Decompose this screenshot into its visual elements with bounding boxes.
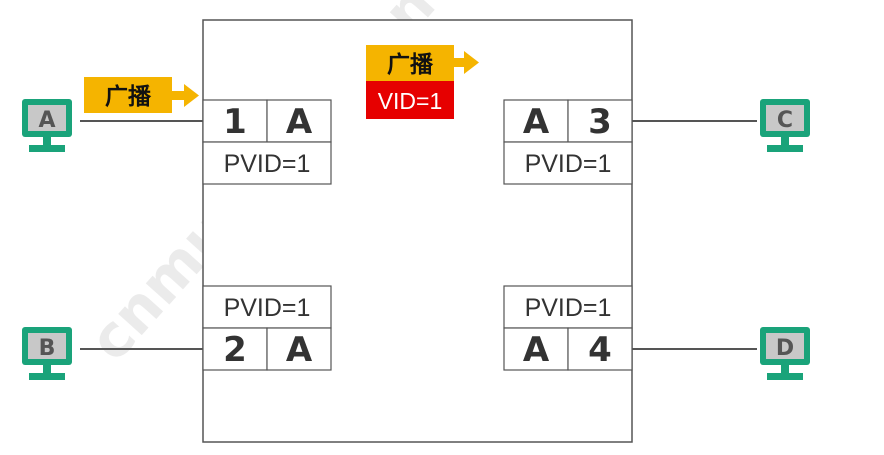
port-2-vlan: A [286,330,313,370]
arrow-right-icon [464,51,479,74]
port-3-vlan: A [523,102,550,142]
host-B-label: B [39,336,56,361]
port-4-number: 4 [588,330,612,370]
host-C: C [760,99,810,152]
broadcast-label-box [84,77,172,113]
port-4: PVID=1 A 4 [503,285,633,371]
port-4-pvid: PVID=1 [525,294,612,322]
vid-tag-label: VID=1 [378,88,443,114]
port-2-number: 2 [223,330,247,370]
port-3: A 3 PVID=1 [503,99,633,185]
port-3-number: 3 [588,102,612,142]
broadcast-arrow-left: 广播 [84,77,199,113]
port-1-pvid: PVID=1 [224,150,311,178]
host-A: A [22,99,72,152]
port-1-vlan: A [286,102,313,142]
host-A-label: A [38,108,55,133]
port-2: PVID=1 2 A [202,285,332,371]
host-B: B [22,327,72,380]
host-C-label: C [777,108,793,133]
broadcast-label-tagged: 广播 [387,51,434,78]
broadcast-label-box-tagged [366,45,454,81]
port-3-pvid: PVID=1 [525,150,612,178]
port-1-number: 1 [223,102,247,142]
arrow-right-icon [184,84,199,107]
broadcast-label-left: 广播 [105,83,152,110]
port-2-pvid: PVID=1 [224,294,311,322]
broadcast-arrow-tagged: 广播 VID=1 [366,45,479,119]
host-D-label: D [776,336,794,361]
port-1: 1 A PVID=1 [202,99,332,185]
vid-tag-box [366,81,454,119]
host-D: D [760,327,810,380]
port-4-vlan: A [523,330,550,370]
